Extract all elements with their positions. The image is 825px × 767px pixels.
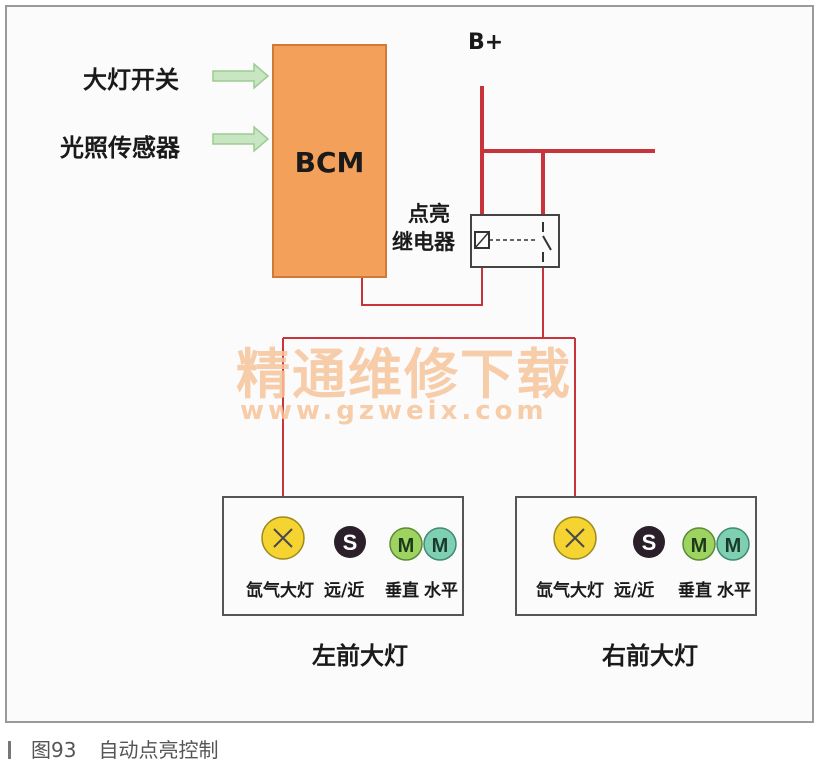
caption-bar	[8, 741, 11, 759]
bcm-label: BCM	[294, 146, 365, 179]
arrow-right-icon	[212, 62, 270, 90]
right-lamp-title: 右前大灯	[602, 642, 698, 670]
figure-caption-text: 自动点亮控制	[98, 738, 219, 762]
lamp-feed-wire	[282, 262, 576, 512]
figure-number: 图93	[31, 738, 77, 762]
power-bus	[480, 86, 655, 236]
left-horizontal-label: 水平	[424, 581, 458, 601]
arrow-right-icon	[212, 125, 270, 153]
power-label: B+	[468, 30, 504, 55]
relay-label-line2: 继电器	[392, 230, 455, 254]
relay-box	[470, 214, 560, 268]
left-vertical-label: 垂直	[385, 581, 419, 601]
light-sensor-label: 光照传感器	[60, 134, 180, 162]
right-xenon-label: 氙气大灯	[536, 581, 604, 601]
left-xenon-label: 氙气大灯	[246, 581, 314, 601]
right-highlow-label: 远/近	[614, 581, 655, 601]
relay-label-line1: 点亮	[408, 202, 450, 226]
right-vertical-label: 垂直	[678, 581, 712, 601]
bcm-module: BCM	[272, 44, 387, 278]
bcm-relay-wire	[361, 262, 483, 306]
figure-caption: 图93 自动点亮控制	[8, 734, 218, 763]
headlight-switch-label: 大灯开关	[83, 66, 179, 94]
right-horizontal-label: 水平	[717, 581, 751, 601]
left-lamp-title: 左前大灯	[312, 642, 408, 670]
left-highlow-label: 远/近	[324, 581, 365, 601]
watermark-main: 精通维修下载	[236, 343, 572, 406]
watermark-url: www.gzweix.com	[240, 396, 548, 426]
